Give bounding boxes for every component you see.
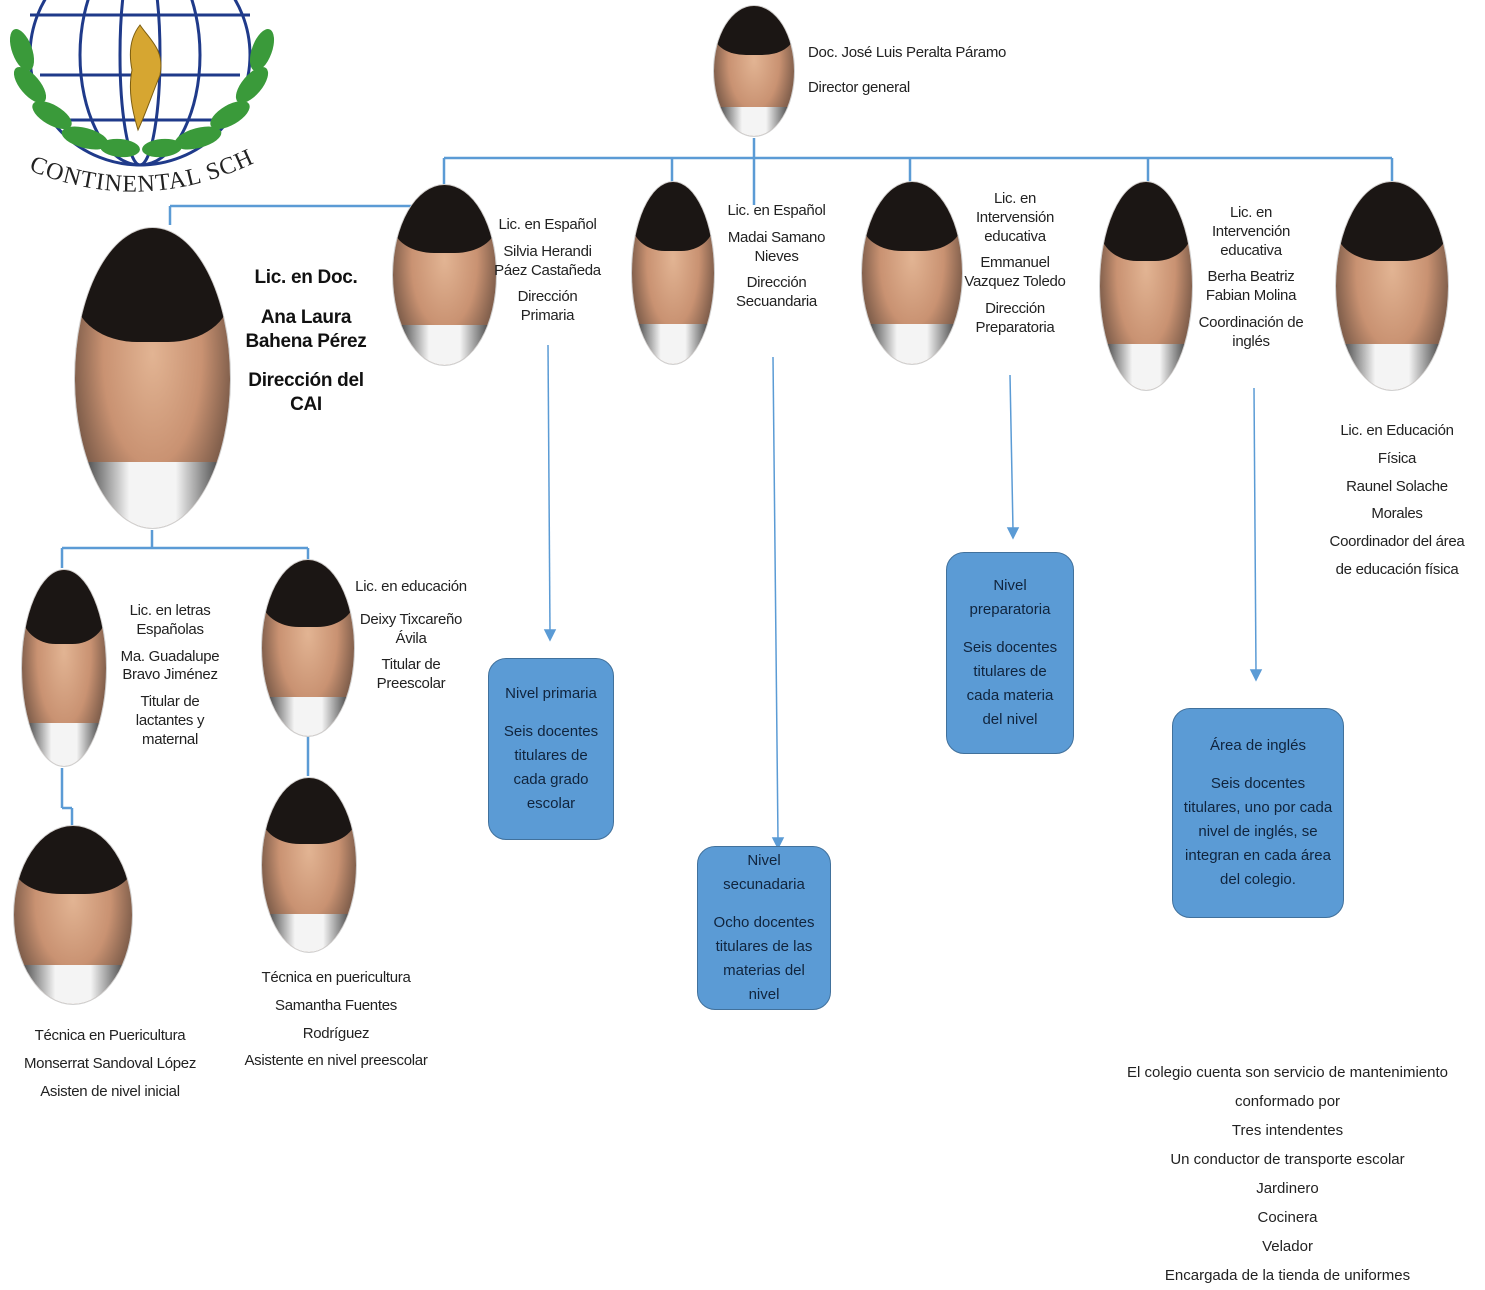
maintenance-intro: El colegio cuenta son servicio de manten… [1126,1064,1448,1110]
director-name: Doc. José Luis Peralta Páramo [808,44,1007,61]
maintenance-item: Tres intendentes [1231,1122,1344,1139]
preparatoria-name: Emmanuel Vazquez Toledo [964,254,1066,290]
cai-role: Dirección del CAI [248,370,364,415]
asist-preescolar-degree: Técnica en puericultura [261,969,411,986]
preparatoria-info: Lic. en Intervensión educativa Emmanuel … [955,190,1075,345]
maintenance-item: Velador [1262,1238,1313,1255]
box-nivel-secundaria: Nivel secunadaria Ocho docentes titulare… [697,846,831,1010]
lactantes-info: Lic. en letras Españolas Ma. Guadalupe B… [110,602,230,757]
primaria-degree: Lic. en Español [498,216,597,233]
ingles-degree: Lic. en Intervención educativa [1211,204,1291,259]
secundaria-photo [632,182,714,364]
fisica-degree: Lic. en Educación Física [1340,422,1454,467]
primaria-name: Silvia Herandi Páez Castañeda [494,242,601,279]
asist-preescolar-info: Técnica en puericultura Samantha Fuentes… [240,964,432,1075]
asist-inicial-info: Técnica en Puericultura Monserrat Sandov… [20,1022,200,1105]
secundaria-role: Dirección Secuandaria [736,274,817,310]
maintenance-item: Encargada de la tienda de uniformes [1164,1267,1411,1284]
fisica-name: Raunel Solache Morales [1346,477,1448,523]
preescolar-degree: Lic. en educación [355,578,467,595]
ingles-photo [1100,182,1192,390]
primaria-info: Lic. en Español Silvia Herandi Páez Cast… [490,216,605,334]
ingles-info: Lic. en Intervención educativa Berha Bea… [1190,204,1312,359]
director-role: Director general [808,78,910,96]
fisica-photo [1336,182,1448,390]
preparatoria-degree: Lic. en Intervensión educativa [975,190,1055,245]
asist-inicial-role: Asisten de nivel inicial [40,1082,180,1100]
asist-inicial-name: Monserrat Sandoval López [23,1054,197,1072]
box-primaria-text: Seis docentes titulares de cada grado es… [503,723,599,812]
primaria-photo [393,185,496,365]
box-ingles-text: Seis docentes titulares, uno por cada ni… [1183,775,1333,888]
maintenance-item: Un conductor de transporte escolar [1170,1151,1405,1168]
box-nivel-primaria: Nivel primaria Seis docentes titulares d… [488,658,614,840]
cai-photo [75,228,230,528]
preescolar-photo [262,560,354,736]
maintenance-item: Cocinera [1257,1209,1318,1226]
box-preparatoria-title: Nivel preparatoria [969,577,1051,618]
box-ingles-title: Área de inglés [1210,737,1306,754]
lactantes-degree: Lic. en letras Españolas [129,602,211,638]
maintenance-list: El colegio cuenta son servicio de manten… [1100,1058,1475,1290]
cai-info: Lic. en Doc. Ana Laura Bahena Pérez Dire… [236,266,376,425]
director-photo [714,6,794,136]
cai-degree: Lic. en Doc. [254,267,358,288]
ingles-name: Berha Beatriz Fabian Molina [1205,268,1297,304]
cai-name: Ana Laura Bahena Pérez [245,306,367,352]
ingles-role: Coordinación de inglés [1198,313,1304,350]
primaria-role: Dirección Primaria [517,288,578,324]
lactantes-photo [22,570,106,766]
asist-inicial-photo [14,826,132,1004]
lactantes-name: Ma. Guadalupe Bravo Jiménez [120,647,220,684]
box-secundaria-title: Nivel secunadaria [723,852,805,893]
secundaria-info: Lic. en Español Madai Samano Nieves Dire… [724,202,829,320]
box-area-ingles: Área de inglés Seis docentes titulares, … [1172,708,1344,918]
box-primaria-title: Nivel primaria [505,685,597,702]
asist-inicial-degree: Técnica en Puericultura [34,1027,186,1044]
director-info: Doc. José Luis Peralta Páramo Director g… [808,44,1028,106]
preparatoria-photo [862,182,962,364]
preescolar-name: Deixy Tixcareño Ávila [359,610,463,647]
fisica-role: Coordinador del área de educación física [1329,533,1465,578]
secundaria-name: Madai Samano Nieves [727,228,826,265]
box-nivel-preparatoria: Nivel preparatoria Seis docentes titular… [946,552,1074,754]
fisica-info: Lic. en Educación Física Raunel Solache … [1322,417,1472,584]
asist-preescolar-role: Asistente en nivel preescolar [244,1052,428,1070]
asist-preescolar-name: Samantha Fuentes Rodríguez [275,996,397,1042]
preescolar-info: Lic. en educación Deixy Tixcareño Ávila … [350,578,472,702]
preescolar-role: Titular de Preescolar [376,656,446,692]
lactantes-role: Titular de lactantes y maternal [135,693,205,748]
preparatoria-role: Dirección Preparatoria [975,299,1055,336]
secundaria-degree: Lic. en Español [727,202,826,219]
school-logo: CONTINENTAL SCHOOL [0,0,275,198]
maintenance-item: Jardinero [1256,1180,1319,1197]
asist-preescolar-photo [262,778,356,952]
box-preparatoria-text: Seis docentes titulares de cada materia … [962,639,1058,728]
box-secundaria-text: Ocho docentes titulares de las materias … [713,914,815,1003]
